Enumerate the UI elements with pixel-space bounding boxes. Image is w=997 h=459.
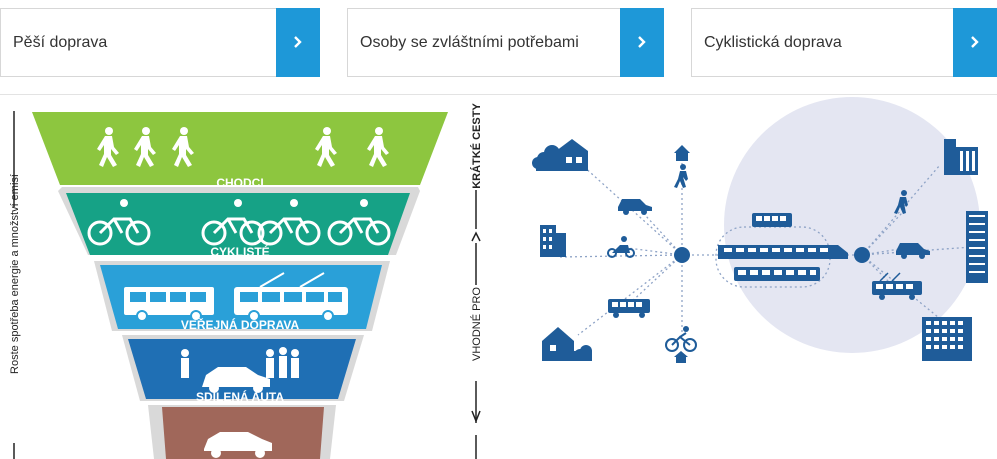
nav-card-label: Pěší doprava xyxy=(13,34,108,51)
skyscraper-icon xyxy=(944,139,978,175)
tier-chodci-band xyxy=(32,112,448,185)
trolleybus-icon xyxy=(872,272,922,300)
nav-card-arrow-button[interactable] xyxy=(276,8,320,77)
trolleybus-icon xyxy=(234,272,348,322)
apartment-building-icon xyxy=(922,317,972,361)
nav-card-cyklisticka-doprava[interactable]: Cyklistická doprava xyxy=(691,8,997,77)
transport-network-image xyxy=(532,97,988,363)
nav-card-label: Osoby se zvláštními potřebami xyxy=(360,34,579,51)
tier-label-cykliste: CYKLISTÉ xyxy=(210,245,270,259)
tram-icon xyxy=(734,267,820,281)
nav-card-osoby-se-zvlastnimi-potrebami[interactable]: Osoby se zvláštními potřebami xyxy=(347,8,664,77)
nav-card-arrow-button[interactable] xyxy=(953,8,997,77)
house-icon xyxy=(542,327,592,361)
chevron-right-icon xyxy=(638,36,646,48)
house-with-tree-icon xyxy=(532,139,588,171)
right-axis-label-suitable-for: VHODNÉ PRO xyxy=(471,287,483,361)
car-icon xyxy=(618,199,652,215)
nav-card-arrow-button[interactable] xyxy=(620,8,664,77)
left-axis-label: Roste spotřeba energie a množství emisí xyxy=(9,174,21,374)
bus-icon xyxy=(752,213,792,227)
right-axis-label-short-trips: KRÁTKÉ CESTY xyxy=(471,103,483,189)
pedestrian-icon xyxy=(894,190,908,214)
car-icon xyxy=(204,432,272,458)
tier-label-chodci: CHODCI xyxy=(216,176,264,190)
tier-label-verejna-doprava: VEŘEJNÁ DOPRAVA xyxy=(180,318,300,332)
motorbike-icon xyxy=(607,236,635,258)
office-building-icon xyxy=(540,225,566,257)
chevron-right-icon xyxy=(971,36,979,48)
tier-cykliste-band xyxy=(66,193,410,255)
car-icon xyxy=(896,243,930,259)
bus-icon xyxy=(608,299,650,318)
nav-card-label: Cyklistická doprava xyxy=(704,34,842,51)
chevron-right-icon xyxy=(294,36,302,48)
home-cyclist-icon xyxy=(665,326,697,363)
tier-label-sdilena-auta: SDÍLENÁ AUTA xyxy=(196,390,284,404)
home-pedestrian-icon xyxy=(674,145,690,188)
section-divider xyxy=(0,94,997,95)
cyclist-icons xyxy=(87,199,391,246)
train-icon xyxy=(718,245,848,259)
bus-icon xyxy=(124,287,214,322)
car-sharing-icon xyxy=(181,347,299,393)
transport-pyramid-image xyxy=(13,111,481,459)
nav-card-pesi-doprava[interactable]: Pěší doprava xyxy=(0,8,320,77)
walker-icons xyxy=(97,127,389,167)
tower-building-icon xyxy=(966,211,988,283)
